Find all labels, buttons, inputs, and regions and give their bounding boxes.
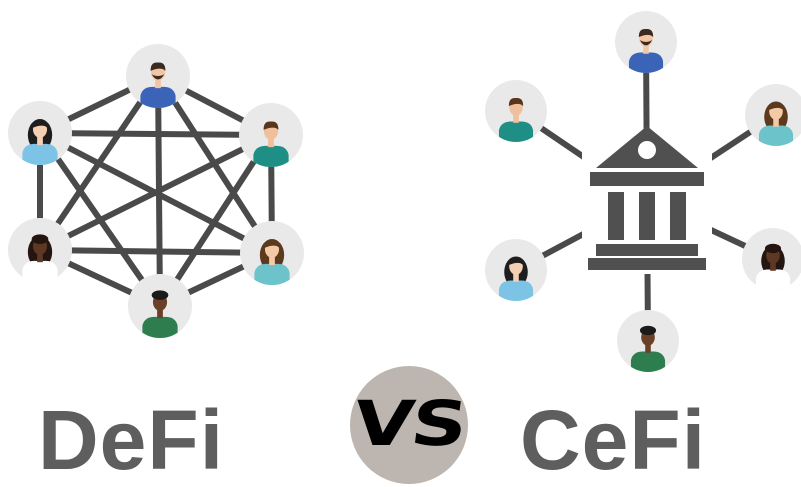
female-user-teal-icon	[745, 84, 801, 146]
defi-network	[8, 44, 304, 338]
defi-link	[37, 130, 274, 138]
male-user-teal-icon	[239, 103, 303, 167]
male-user-blue-icon	[615, 11, 677, 73]
male-user-blue-icon	[126, 44, 190, 108]
vs-badge: VS	[348, 366, 470, 484]
cefi-label: CeFi	[520, 393, 707, 487]
bank-icon	[582, 126, 712, 274]
defi-link	[37, 247, 275, 256]
cefi-network-nodes	[485, 11, 801, 372]
female-user-teal-icon	[240, 221, 304, 285]
female-user-blue-icon	[485, 239, 547, 301]
female-user-blue-icon	[8, 101, 72, 165]
cefi-network	[485, 11, 801, 372]
male-user-teal-icon	[485, 80, 547, 142]
male-user-green-icon	[617, 310, 679, 372]
defi-label: DeFi	[38, 393, 225, 487]
vs-text: VS	[348, 386, 470, 460]
defi-network-links	[37, 73, 275, 309]
defi-link	[37, 130, 163, 309]
female-user-dark-icon	[742, 228, 801, 290]
male-user-green-icon	[128, 274, 192, 338]
defi-network-nodes	[8, 44, 304, 338]
defi-link	[37, 130, 275, 256]
female-user-dark-icon	[8, 218, 72, 282]
